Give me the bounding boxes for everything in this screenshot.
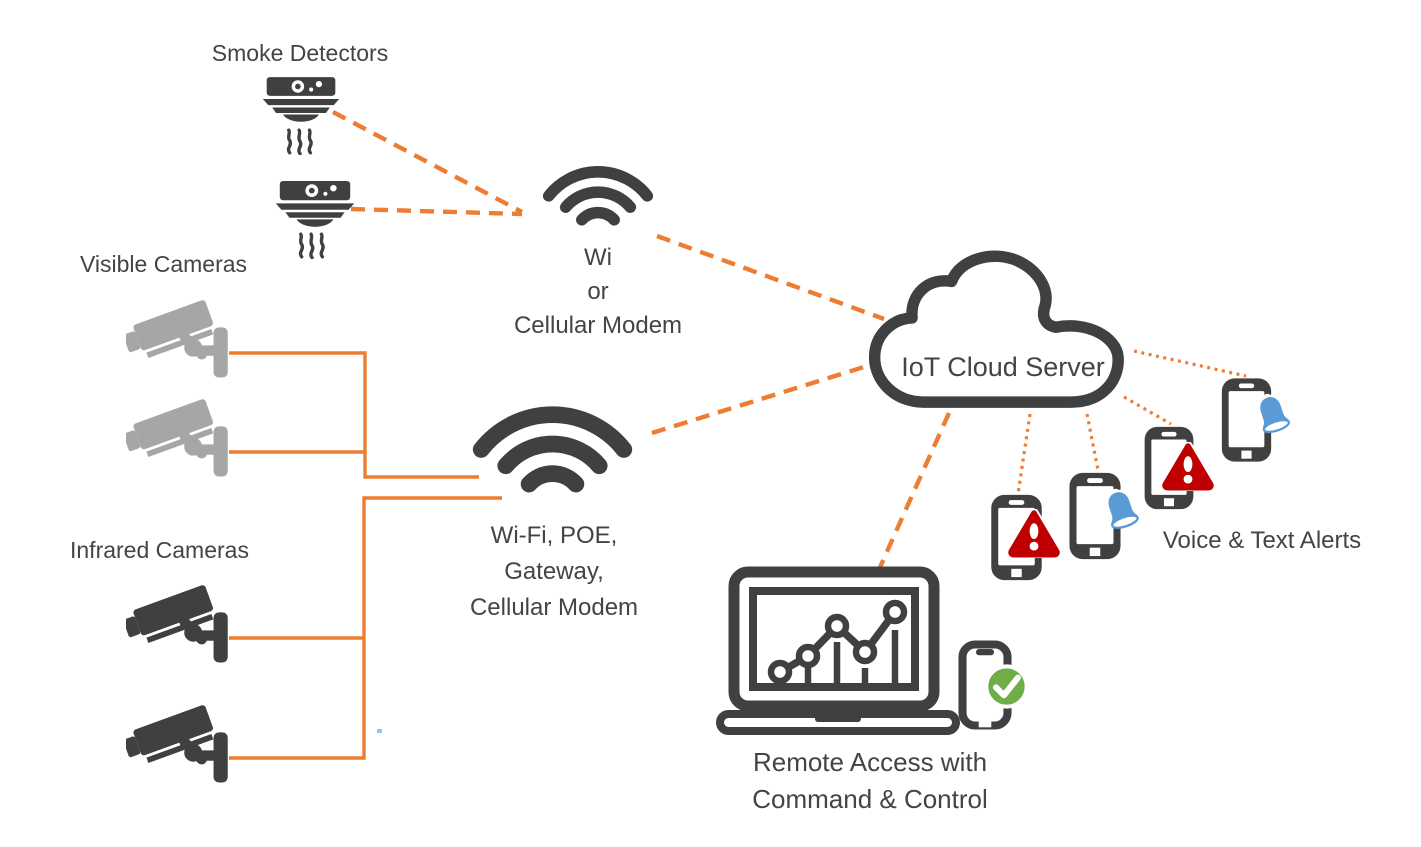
infrared-cameras-label: Infrared Cameras (70, 537, 249, 563)
smoke-detectors-label: Smoke Detectors (211, 40, 389, 66)
bell-alert-icon (1248, 391, 1297, 440)
smoke-waves-icon (297, 232, 329, 259)
dot-cloud-to-phone-2 (1085, 413, 1100, 471)
remote-access-label-line2: Command & Control (752, 784, 988, 814)
smoke-waves-icon (285, 128, 317, 155)
dash-smoke-detector-2-to-wifi (350, 206, 523, 217)
wifi-icon (454, 395, 651, 513)
remote-access-label-line1: Remote Access with (752, 747, 988, 777)
wire-visible-camera-1-to-gateway (229, 351, 479, 479)
dash-cloud-to-laptop (874, 412, 952, 575)
cloud-server-label: IoT Cloud Server (901, 352, 1105, 382)
wifi-modem-label: Wi or Cellular Modem (478, 241, 718, 343)
dash-gateway-to-cloud (651, 363, 868, 436)
wifi-modem-label-line1: Wi (584, 244, 612, 271)
laptop-chart-icon (716, 566, 960, 735)
remote-access-label: Remote Access with Command & Control (736, 744, 1004, 818)
cctv-camera-icon (126, 385, 232, 480)
gateway-label-line2: Gateway, (504, 558, 604, 585)
notification-dotted-lines (1016, 349, 1247, 495)
stray-mark (377, 729, 382, 733)
warning-alert-icon (1008, 509, 1060, 558)
chart-points (767, 599, 908, 685)
dash-smoke-detector-1-to-wifi (331, 110, 524, 214)
gateway-label-line3: Cellular Modem (469, 594, 639, 621)
cctv-camera-icon (126, 691, 232, 786)
dot-cloud-to-phone-4 (1133, 349, 1247, 378)
voice-text-alerts-label: Voice & Text Alerts (1162, 527, 1362, 554)
dot-cloud-to-phone-1 (1016, 413, 1032, 495)
wired-connection-lines (229, 351, 502, 760)
cloud-icon (868, 250, 1124, 408)
visible-cameras-label: Visible Cameras (80, 251, 248, 277)
warning-alert-icon (1162, 442, 1214, 491)
dash-wifi-to-cloud (656, 233, 885, 322)
gateway-label: Wi-Fi, POE, Gateway, Cellular Modem (434, 518, 674, 626)
smoke-detector-icon (275, 181, 355, 229)
wire-infrared-camera-2-to-gateway (229, 496, 502, 760)
wifi-modem-label-line3: Cellular Modem (513, 312, 683, 339)
gateway-label-line1: Wi-Fi, POE, (490, 522, 618, 549)
smoke-detector-icon (262, 77, 340, 124)
check-badge-icon (982, 662, 1031, 711)
wifi-modem-label-line2: or (587, 278, 609, 305)
dot-cloud-to-phone-3 (1123, 395, 1172, 426)
cctv-camera-icon (126, 571, 232, 666)
cctv-camera-icon (126, 286, 232, 381)
wireless-dashed-lines (331, 110, 952, 575)
wifi-icon (530, 158, 666, 240)
